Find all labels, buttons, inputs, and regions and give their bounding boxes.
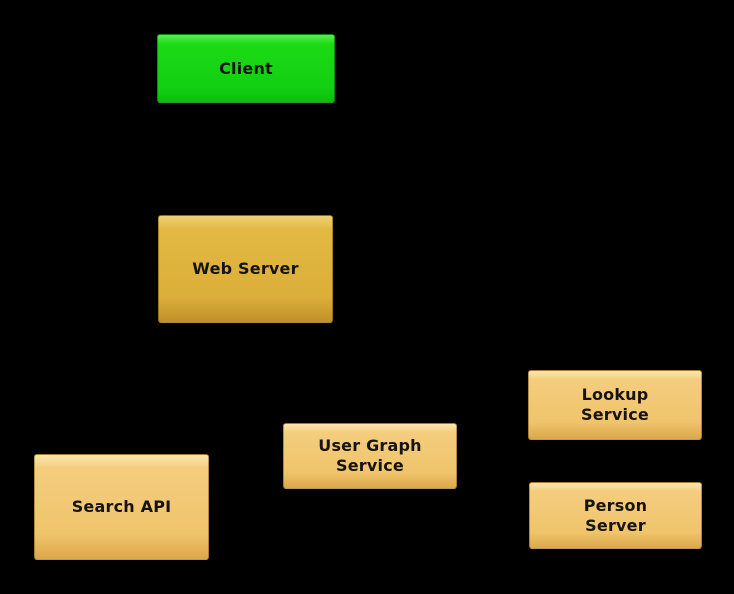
node-label-line: Service <box>581 405 649 424</box>
node-label-line: Server <box>585 515 646 535</box>
node-label-line: Service <box>336 456 404 475</box>
node-label: Search API <box>35 497 208 517</box>
node-label: User Graph Service <box>284 436 456 476</box>
node-label-line: Client <box>219 58 273 78</box>
node-label-line: Web Server <box>192 259 299 278</box>
node-label: Web Server <box>159 259 332 279</box>
node-lookup-service: Lookup Service <box>528 370 702 440</box>
node-person-server: Person Server <box>529 482 702 549</box>
node-label: Client <box>158 59 334 79</box>
node-web-server: Web Server <box>158 215 333 323</box>
node-label-line: Search API <box>71 497 172 516</box>
node-user-graph-service: User Graph Service <box>283 423 457 489</box>
node-label-line: Lookup <box>581 385 649 404</box>
node-search-api: Search API <box>34 454 209 560</box>
node-client: Client <box>157 34 335 103</box>
node-label: Person Server <box>530 496 701 536</box>
node-label-line: Person <box>583 495 648 515</box>
node-label: Lookup Service <box>529 385 701 425</box>
node-label-line: User Graph <box>318 436 422 455</box>
